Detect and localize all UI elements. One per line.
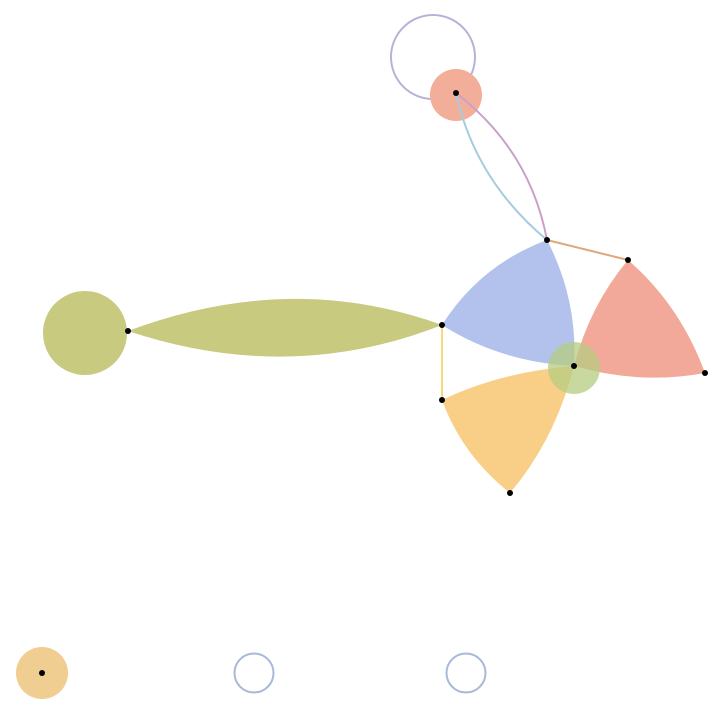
vertex-dot [125,328,131,334]
edge-purple [455,92,548,241]
vertex-dot [571,363,577,369]
vertex-dot [439,397,445,403]
edge-olive-lens [128,298,442,357]
edge-orange [546,239,629,261]
hyperedge-orange-face [442,366,574,493]
vertex-dot [702,370,708,376]
loop-olive [43,291,127,375]
vertex-dot [453,90,459,96]
vertex-dot [39,670,45,676]
vertex-dot [439,322,445,328]
isolated-hollow-circle-1 [233,652,275,694]
vertex-dot [625,257,631,263]
edge-lightblue [455,92,548,241]
hyperedge-red-face [574,260,705,378]
hyperedge-blue-face [442,240,575,366]
vertices [39,90,708,676]
vertex-dot [544,237,550,243]
isolated-hollow-circle-2 [445,652,487,694]
vertex-dot [507,490,513,496]
